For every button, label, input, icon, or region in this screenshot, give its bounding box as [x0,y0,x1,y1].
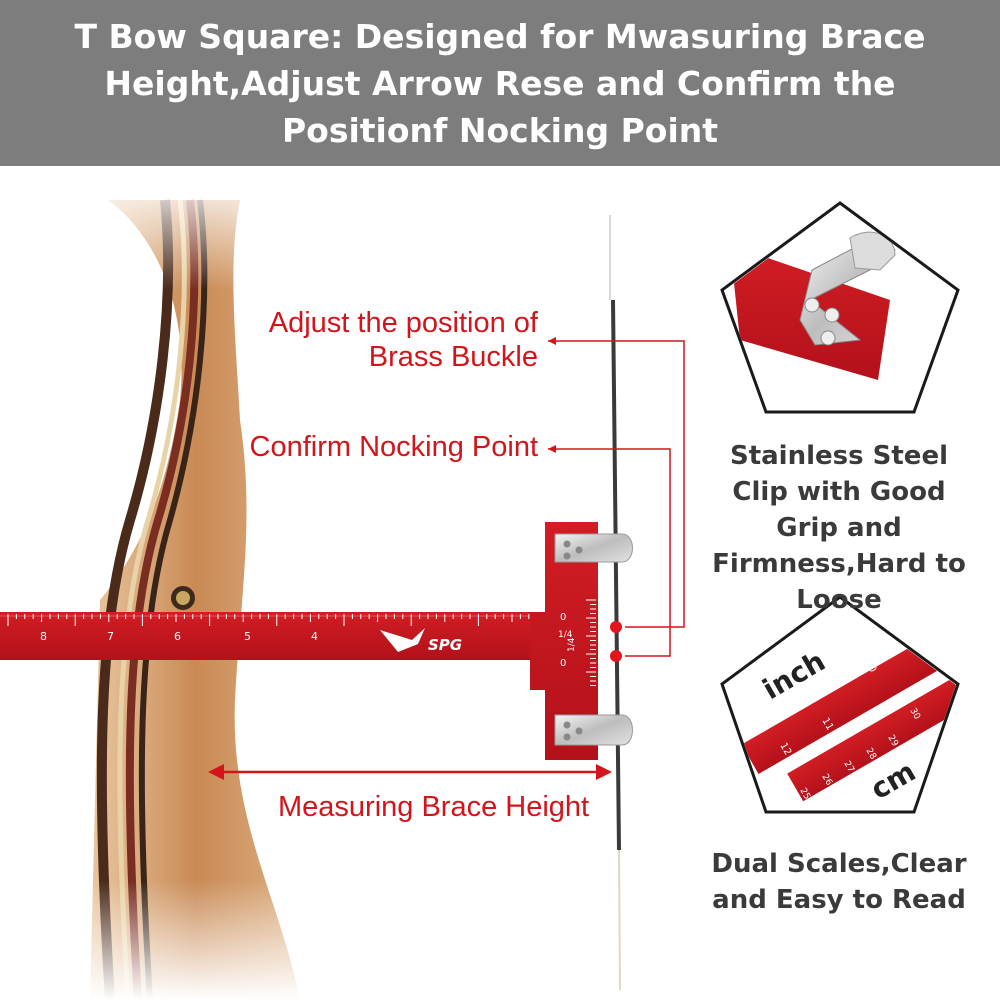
arm-scale-8: 8 [40,630,47,643]
arm-scale-5: 5 [244,630,251,643]
clip-caption: Stainless Steel Clip with Good Grip and … [712,441,966,615]
bow-string [609,215,621,991]
arm-ruler-ticks [7,614,538,626]
clip-closeup-pentagon: 0 [720,201,960,414]
arm-scale-7: 7 [107,630,114,643]
brand-label: SPG [428,636,462,654]
arm-scale-4: 4 [311,630,318,643]
banner-title: T Bow Square: Designed for Mwasuring Bra… [74,16,926,150]
t-square-arm [0,612,560,660]
head-scale-top: 0 [560,612,566,623]
leader-nocking-point [548,445,671,657]
brace-height-arrow [208,764,612,780]
spg-logo: SPG [380,628,462,654]
nocking-point-lower [610,650,622,662]
clip-scale-number: 0 [729,260,744,271]
title-banner: T Bow Square: Designed for Mwasuring Bra… [0,0,1000,166]
arm-scale-6: 6 [174,630,181,643]
bottom-clip [554,714,633,746]
callout-brass-buckle: Adjust the position of Brass Buckle [269,306,538,374]
callout-brass-buckle-line1: Adjust the position of [268,307,538,339]
fraction-top: 1/4 [558,630,573,640]
cm-number-25: 25 [797,787,811,802]
dual-scales-pentagon: inch cm 12 11 10 25 26 27 28 29 30 [720,595,960,814]
cm-number-27: 27 [841,760,855,775]
fraction-bottom: 1/4 [567,637,577,652]
top-clip [554,533,633,563]
nocking-point-upper [610,621,622,633]
scales-caption: Dual Scales,Clear and Easy to Read [711,849,967,915]
bow-riser [60,170,320,1000]
callout-nocking-point: Confirm Nocking Point [249,431,539,463]
callout-brass-buckle-line2: Brass Buckle [368,341,538,373]
head-ruler-ticks [586,599,596,686]
leader-brass-buckle [548,337,685,628]
head-scale-bottom: 0 [560,658,566,669]
callout-brace-height: Measuring Brace Height [278,791,590,823]
